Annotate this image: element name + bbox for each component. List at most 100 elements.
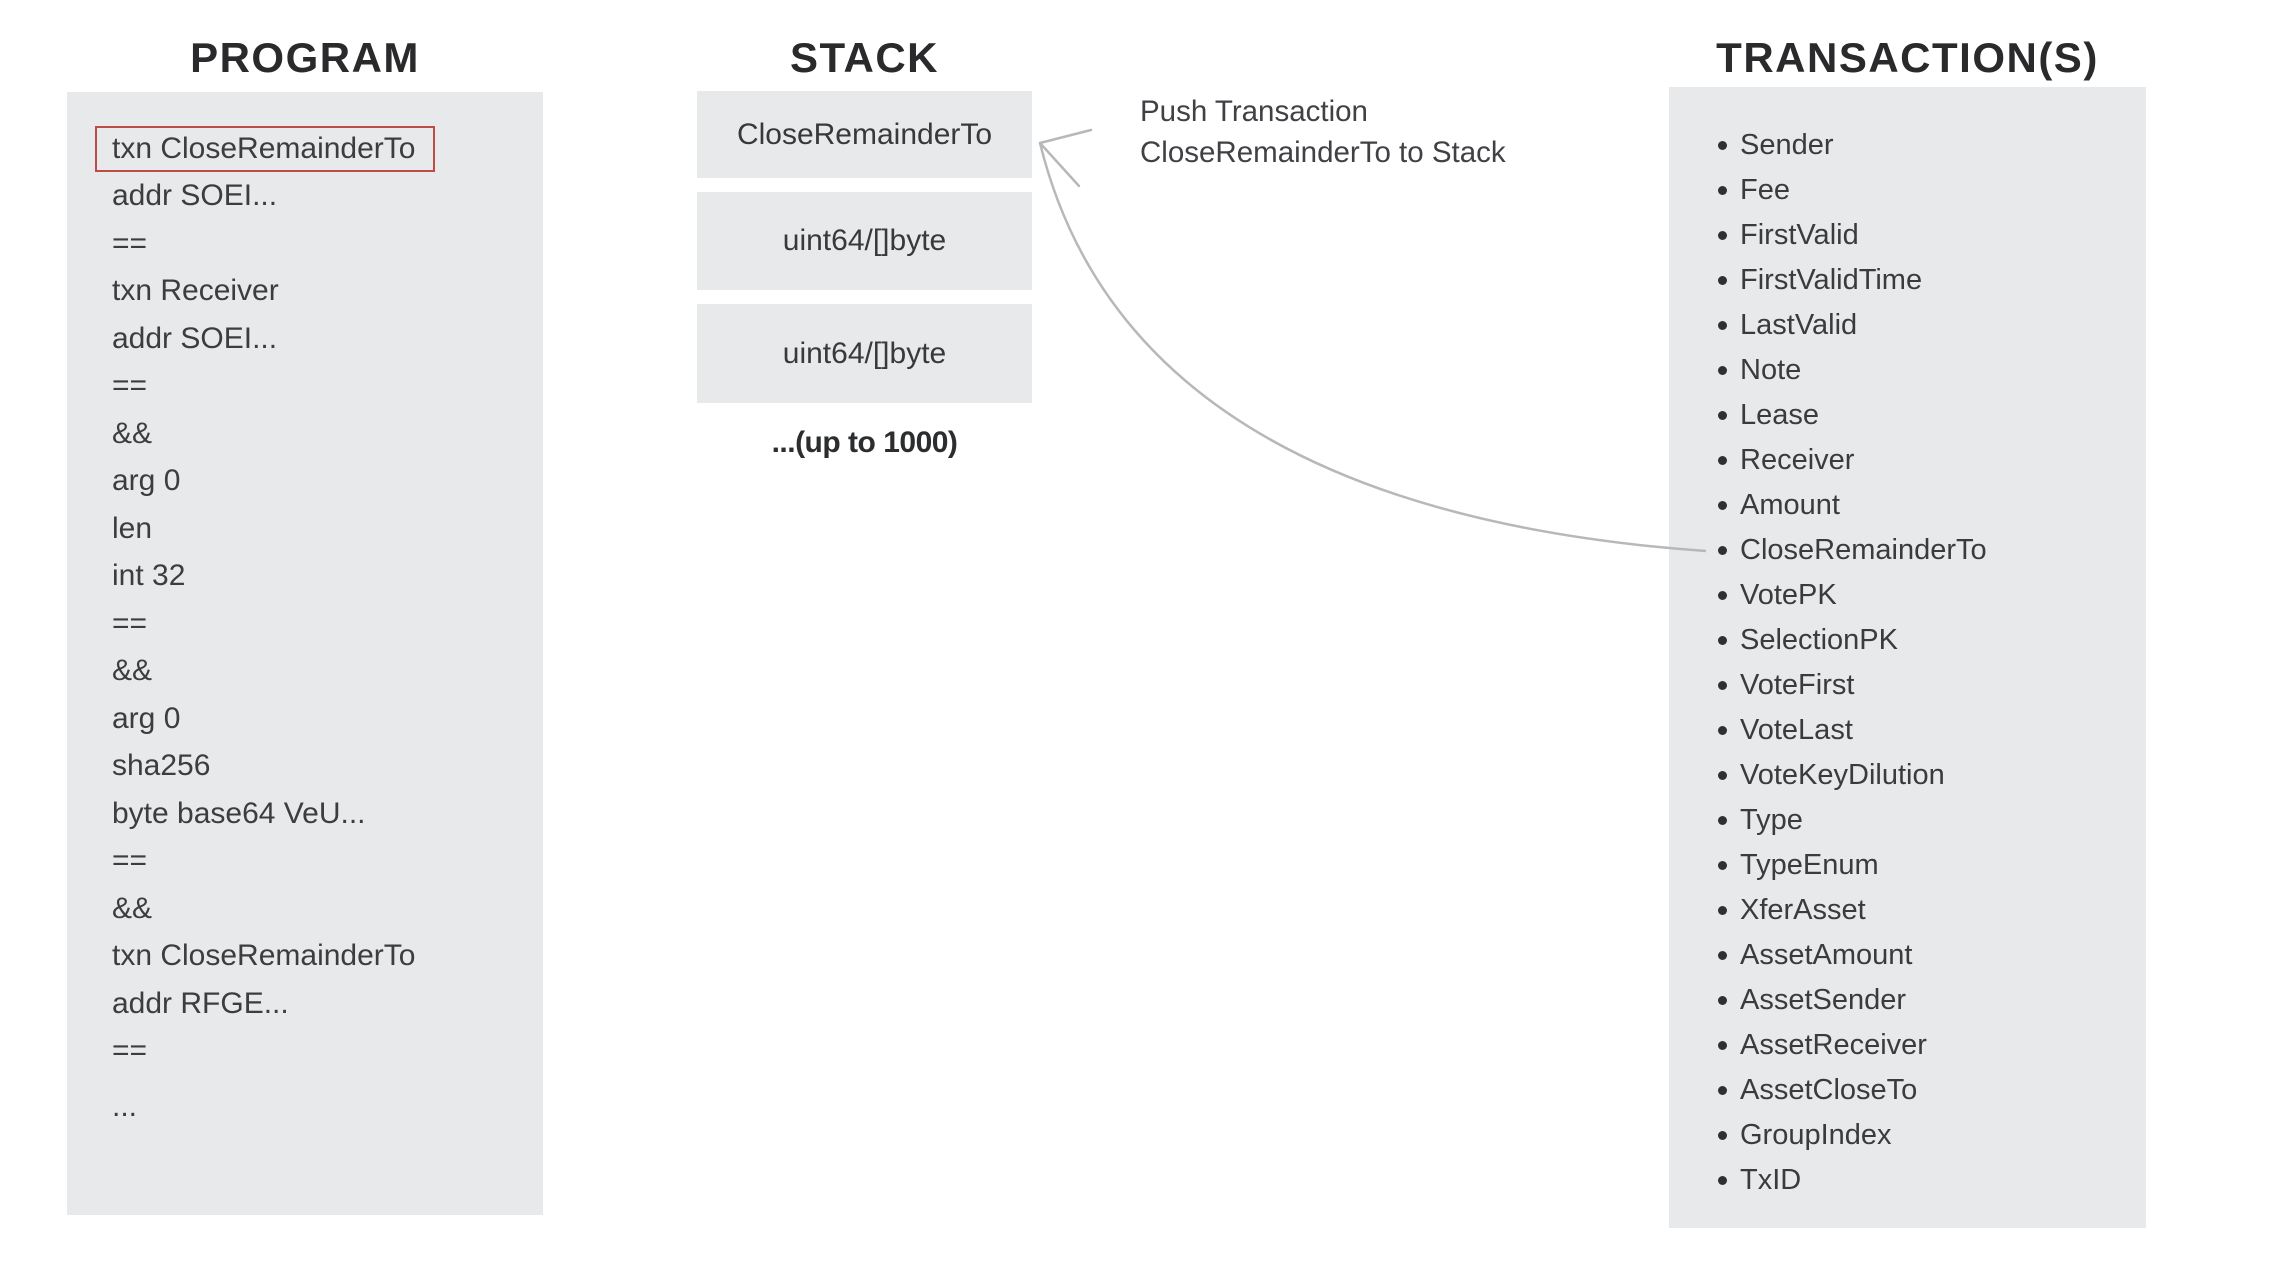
transaction-field-label: CloseRemainderTo	[1740, 534, 1987, 566]
transaction-fields-list: Sender Fee FirstValid FirstValidTime	[1718, 123, 2136, 1203]
transaction-field-label: Receiver	[1740, 444, 1855, 476]
stack-slot-middle: uint64/[]byte	[697, 192, 1032, 290]
transaction-field-label: Type	[1740, 804, 1803, 836]
stack-slot-top: CloseRemainderTo	[697, 91, 1032, 178]
program-code-line: int 32	[112, 553, 533, 601]
program-code-text: byte base64 VeU...	[112, 796, 366, 830]
program-code-line: arg 0	[112, 695, 533, 743]
program-code-text: &&	[112, 891, 153, 925]
program-code-line: addr SOEI...	[112, 315, 533, 363]
program-code-text: ==	[112, 844, 148, 878]
transaction-field-label: VoteFirst	[1740, 669, 1855, 701]
bullet-icon	[1718, 996, 1727, 1005]
transaction-field-row: VoteKeyDilution	[1718, 753, 2136, 798]
bullet-icon	[1718, 1086, 1727, 1095]
program-code-text: addr SOEI...	[112, 321, 278, 355]
transaction-field-row: SelectionPK	[1718, 618, 2136, 663]
bullet-icon	[1718, 1041, 1727, 1050]
transaction-field-label: Lease	[1740, 399, 1820, 431]
transaction-field-row: XferAsset	[1718, 888, 2136, 933]
transactions-column-title: TRANSACTION(S)	[1716, 34, 2099, 81]
transaction-field-label: Fee	[1740, 174, 1790, 206]
program-code-line: ==	[112, 220, 533, 268]
transaction-field-label: AssetCloseTo	[1740, 1074, 1918, 1106]
transaction-field-label: Note	[1740, 354, 1802, 386]
stack-slot-top-label: CloseRemainderTo	[736, 117, 993, 151]
program-code-line: ...	[112, 1083, 533, 1131]
stack-slot-middle-label: uint64/[]byte	[782, 224, 947, 257]
transaction-field-label: TypeEnum	[1740, 849, 1879, 881]
program-code-text: arg 0	[112, 701, 181, 735]
program-code-line: ==	[112, 1028, 533, 1076]
program-code-text: &&	[112, 416, 153, 450]
arrowhead-icon	[1038, 128, 1093, 188]
program-code-line: byte base64 VeU...	[112, 790, 533, 838]
program-code-text: ...	[112, 1089, 138, 1123]
transaction-field-label: VoteKeyDilution	[1740, 759, 1945, 791]
program-code-line: &&	[112, 648, 533, 696]
bullet-icon	[1718, 141, 1727, 150]
bullet-icon	[1718, 1131, 1727, 1140]
program-code-text: txn CloseRemainderTo	[112, 939, 416, 973]
program-code-text: int 32	[112, 559, 186, 593]
transaction-field-row: AssetAmount	[1718, 933, 2136, 978]
program-code-line: ==	[112, 838, 533, 886]
bullet-icon	[1718, 636, 1727, 645]
transaction-field-row: GroupIndex	[1718, 1113, 2136, 1158]
transaction-field-row: Note	[1718, 348, 2136, 393]
program-code-text: sha256	[112, 749, 211, 783]
program-code-text: arg 0	[112, 464, 181, 498]
program-code-listing: txn CloseRemainderTo addr SOEI... == txn…	[95, 125, 533, 1131]
bullet-icon	[1718, 816, 1727, 825]
bullet-icon	[1718, 231, 1727, 240]
program-code-text: addr SOEI...	[112, 179, 278, 213]
bullet-icon	[1718, 276, 1727, 285]
bullet-icon	[1718, 591, 1727, 600]
transaction-field-row: LastValid	[1718, 303, 2136, 348]
transaction-field-row: Fee	[1718, 168, 2136, 213]
program-code-text: ==	[112, 1034, 148, 1068]
push-annotation-line2: CloseRemainderTo to Stack	[1140, 136, 1506, 169]
program-code-line: txn Receiver	[112, 268, 533, 316]
transaction-field-row: Amount	[1718, 483, 2136, 528]
bullet-icon	[1718, 456, 1727, 465]
transaction-field-label: GroupIndex	[1740, 1119, 1892, 1151]
bullet-icon	[1718, 366, 1727, 375]
push-annotation: Push Transaction CloseRemainderTo to Sta…	[1140, 91, 1506, 173]
transaction-field-label: XferAsset	[1740, 894, 1866, 926]
program-code-text: ==	[112, 369, 148, 403]
bullet-icon	[1718, 861, 1727, 870]
program-code-line: &&	[112, 410, 533, 458]
bullet-icon	[1718, 501, 1727, 510]
transaction-field-label: SelectionPK	[1740, 624, 1898, 656]
transaction-field-label: FirstValid	[1740, 219, 1859, 251]
program-code-line: &&	[112, 885, 533, 933]
transaction-field-row: Sender	[1718, 123, 2136, 168]
transaction-field-row: AssetSender	[1718, 978, 2136, 1023]
program-code-line: addr SOEI...	[112, 173, 533, 221]
transaction-field-label: TxID	[1740, 1164, 1802, 1196]
transaction-field-row: Lease	[1718, 393, 2136, 438]
transaction-field-label: VoteLast	[1740, 714, 1853, 746]
program-code-line: addr RFGE...	[112, 980, 533, 1028]
stack-column-title: STACK	[789, 34, 940, 81]
bullet-icon	[1718, 681, 1727, 690]
transaction-field-row: AssetReceiver	[1718, 1023, 2136, 1068]
transaction-field-row: VotePK	[1718, 573, 2136, 618]
transaction-field-row: AssetCloseTo	[1718, 1068, 2136, 1113]
program-code-text: ==	[112, 226, 148, 260]
push-annotation-line1: Push Transaction	[1140, 95, 1368, 128]
transaction-field-row: VoteFirst	[1718, 663, 2136, 708]
program-code-text: len	[112, 511, 153, 545]
program-code-text: addr RFGE...	[112, 986, 289, 1020]
transaction-field-row: FirstValid	[1718, 213, 2136, 258]
program-panel: txn CloseRemainderTo addr SOEI... == txn…	[67, 92, 543, 1215]
program-code-line: txn CloseRemainderTo	[112, 933, 533, 981]
transaction-field-label: VotePK	[1740, 579, 1837, 611]
transaction-field-label: Amount	[1740, 489, 1840, 521]
transaction-field-label: FirstValidTime	[1740, 264, 1923, 296]
transaction-field-label: AssetAmount	[1740, 939, 1913, 971]
program-code-text: txn CloseRemainderTo	[95, 125, 435, 172]
program-code-line: len	[112, 505, 533, 553]
